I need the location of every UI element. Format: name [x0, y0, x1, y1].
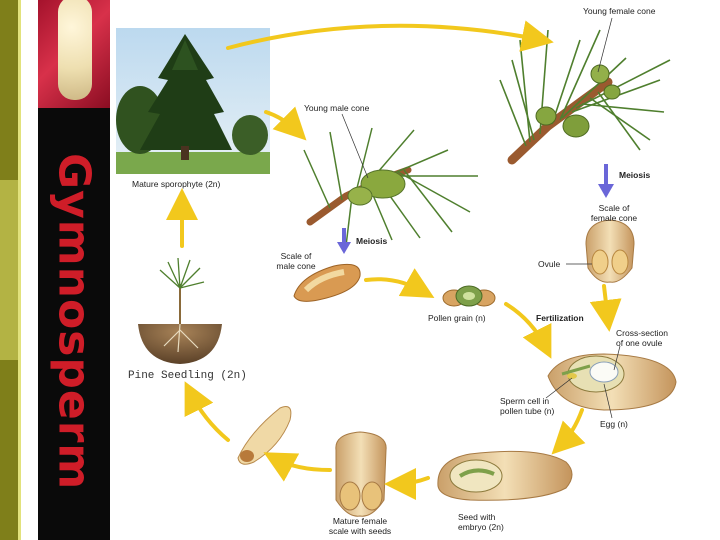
label-meiosis-male: Meiosis: [356, 236, 387, 246]
label-young-female-cone: Young female cone: [583, 6, 655, 16]
label-egg: Egg (n): [600, 419, 628, 429]
label-ovule: Ovule: [538, 259, 560, 269]
pine-seedling-illustration: [138, 258, 222, 364]
label-fertilization: Fertilization: [536, 313, 584, 323]
label-pine-seedling: Pine Seedling (2n): [128, 370, 247, 382]
female-cone-branch: [500, 30, 670, 160]
label-meiosis-female: Meiosis: [619, 170, 650, 180]
label-mature-sporophyte: Mature sporophyte (2n): [132, 179, 220, 189]
male-cone-branch: [304, 128, 478, 246]
label-pollen-grain: Pollen grain (n): [428, 313, 486, 323]
mature-female-scale-illustration: [336, 432, 386, 516]
pollen-grain-illustration: [443, 286, 495, 306]
label-young-male-cone: Young male cone: [304, 103, 369, 113]
mature-tree-photo: [116, 28, 270, 174]
seed-embryo-illustration: [438, 451, 572, 500]
female-scale-illustration: [586, 220, 634, 282]
winged-seed-illustration: [238, 407, 291, 465]
